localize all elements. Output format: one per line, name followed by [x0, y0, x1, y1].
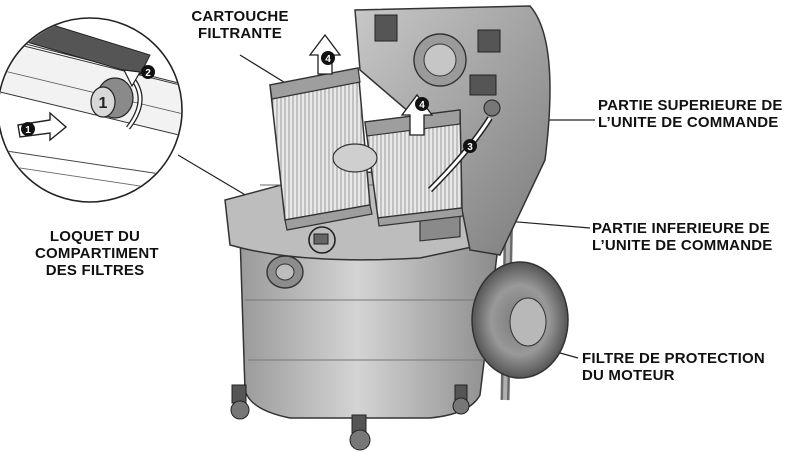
- step-marker-4a-text: 4: [325, 54, 331, 65]
- step-marker-4a: 4: [321, 51, 335, 65]
- label-cartridge: CARTOUCHE FILTRANTE: [190, 8, 290, 42]
- step-marker-3: 3: [463, 139, 477, 153]
- label-cartridge-line2: FILTRANTE: [197, 25, 282, 42]
- label-latch-line1: LOQUET DU: [49, 228, 141, 245]
- label-lower-unit-line2: L’UNITE DE COMMANDE: [592, 237, 773, 254]
- motor-protection-filter: [332, 143, 378, 173]
- filter-cartridge-left: [269, 67, 373, 231]
- step-marker-4b: 4: [415, 97, 429, 111]
- label-latch: LOQUET DU COMPARTIMENT DES FILTRES: [35, 228, 159, 279]
- rear-wheel: [471, 261, 569, 379]
- label-motor-filter-line1: FILTRE DE PROTECTION: [582, 350, 765, 367]
- filter-cartridge-right: [364, 109, 464, 227]
- step-marker-3-text: 3: [467, 142, 473, 153]
- step-marker-2-text: 2: [145, 68, 151, 79]
- label-lower-unit: PARTIE INFERIEURE DE L’UNITE DE COMMANDE: [592, 220, 772, 254]
- label-upper-unit: PARTIE SUPERIEURE DE L’UNITE DE COMMANDE: [598, 97, 783, 131]
- label-latch-line3: DES FILTRES: [45, 262, 145, 279]
- step-marker-1: 1: [21, 122, 35, 136]
- label-cartridge-line1: CARTOUCHE: [191, 8, 289, 25]
- label-upper-unit-line2: L’UNITE DE COMMANDE: [598, 114, 779, 131]
- label-upper-unit-line1: PARTIE SUPERIEURE DE: [598, 97, 783, 114]
- front-casters: [230, 384, 470, 451]
- latch-detail-inset: 1: [0, 17, 183, 203]
- step-marker-4b-text: 4: [419, 100, 425, 111]
- step-marker-1-text: 1: [25, 125, 31, 136]
- label-latch-line2: COMPARTIMENT: [35, 245, 159, 262]
- latch-detail-number: 1: [99, 95, 108, 112]
- label-motor-filter-line2: DU MOTEUR: [582, 367, 675, 384]
- label-lower-unit-line1: PARTIE INFERIEURE DE: [592, 220, 770, 237]
- step-marker-2: 2: [141, 65, 155, 79]
- label-motor-filter: FILTRE DE PROTECTION DU MOTEUR: [582, 350, 765, 384]
